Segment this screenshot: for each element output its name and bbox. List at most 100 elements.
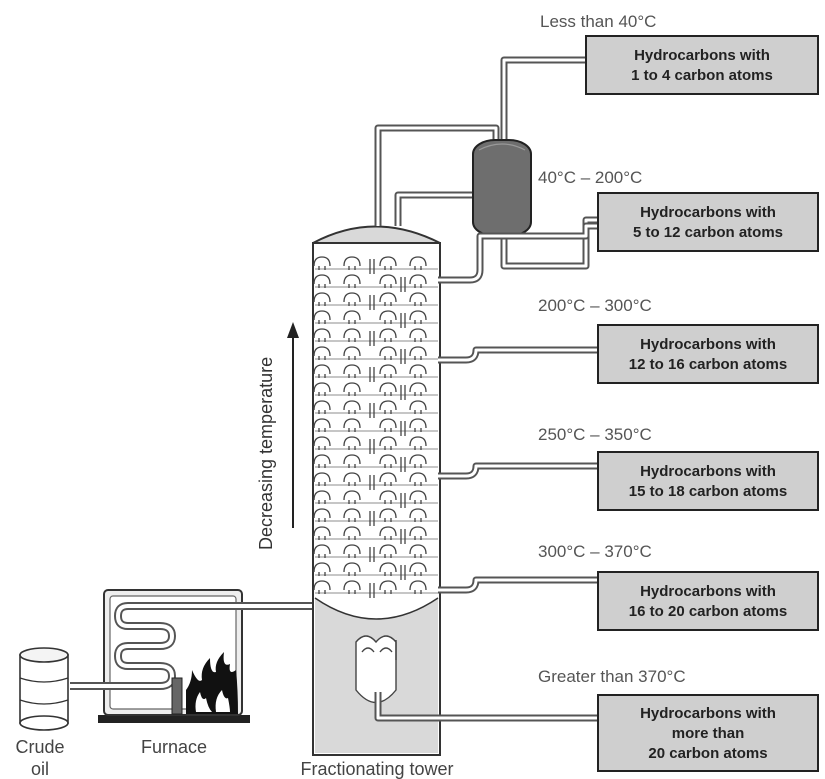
burner: [171, 677, 183, 715]
tray-row: [313, 508, 438, 526]
bubble-cap: [409, 490, 427, 504]
bubble-cap: [313, 562, 331, 576]
draw-pipe: [438, 222, 598, 284]
draw-pipe: [376, 692, 598, 720]
condenser: [472, 139, 532, 237]
fraction-product-text: Hydrocarbons with: [640, 336, 776, 353]
bubble-cap: [313, 328, 331, 342]
bubble-cap: [379, 256, 397, 270]
tower-dome: [312, 225, 441, 244]
bubble-cap: [379, 544, 397, 558]
bubble-cap: [409, 580, 427, 594]
bubble-cap: [313, 544, 331, 558]
bubble-cap: [379, 274, 397, 288]
bubble-cap: [379, 400, 397, 414]
tray-row: [313, 364, 438, 382]
tray-row: [313, 454, 438, 472]
bubble-cap: [343, 274, 361, 288]
bubble-cap: [343, 256, 361, 270]
bottom-cap-unit: [355, 635, 397, 704]
fraction-temperature-label: 250°C – 350°C: [538, 425, 652, 444]
temperature-arrow: Decreasing temperature: [256, 322, 299, 550]
bubble-cap: [379, 292, 397, 306]
tray-row: [313, 580, 438, 598]
bubble-cap: [313, 490, 331, 504]
crude-oil-label-line-2: oil: [31, 759, 49, 779]
fraction-product-box: [585, 35, 819, 95]
furnace-label: Furnace: [141, 737, 207, 757]
bubble-cap: [379, 346, 397, 360]
fraction-product-text: 15 to 18 carbon atoms: [629, 483, 787, 500]
tray-row: [313, 382, 438, 400]
bubble-cap: [313, 508, 331, 522]
fraction-product-text: Hydrocarbons with: [634, 47, 770, 64]
bubble-cap: [409, 346, 427, 360]
overhead-piping: [374, 56, 598, 270]
bubble-cap: [343, 526, 361, 540]
bubble-cap: [409, 436, 427, 450]
bubble-cap: [343, 400, 361, 414]
fraction-temperature-label: 40°C – 200°C: [538, 168, 642, 187]
bubble-cap: [313, 472, 331, 486]
bubble-cap: [313, 346, 331, 360]
draw-pipe: [438, 224, 598, 282]
fraction-temperature-label: 200°C – 300°C: [538, 296, 652, 315]
bubble-cap: [343, 544, 361, 558]
bottom-labels: Crude oil Furnace Fractionating tower: [15, 737, 453, 779]
bubble-cap: [409, 274, 427, 288]
bubble-cap: [343, 346, 361, 360]
bubble-cap: [379, 382, 397, 396]
fraction-product-box: [597, 571, 819, 631]
bubble-cap: [379, 562, 397, 576]
furnace-base: [98, 715, 250, 723]
bubble-cap: [343, 580, 361, 594]
bubble-cap: [313, 382, 331, 396]
tray-row: [313, 490, 438, 508]
fraction-product-box: [597, 451, 819, 511]
tray-row: [313, 400, 438, 418]
bubble-cap: [379, 472, 397, 486]
crude-oil-drum: [19, 647, 69, 731]
tray-row: [313, 436, 438, 454]
bubble-cap: [313, 274, 331, 288]
draw-pipe: [438, 348, 598, 362]
tray-row: [313, 346, 438, 364]
bubble-cap: [343, 328, 361, 342]
fraction-6: Greater than 370°C Hydrocarbons with more …: [538, 667, 819, 772]
bubble-cap: [313, 418, 331, 432]
bubble-cap: [379, 454, 397, 468]
bubble-cap: [379, 490, 397, 504]
bubble-cap: [343, 490, 361, 504]
bubble-cap: [313, 400, 331, 414]
bubble-cap: [409, 454, 427, 468]
fraction-temperature-label: 300°C – 370°C: [538, 542, 652, 561]
bubble-cap: [343, 472, 361, 486]
side-draw-pipes: [374, 222, 598, 722]
tray-row: [313, 328, 438, 346]
bubble-cap: [343, 310, 361, 324]
bubble-cap: [343, 382, 361, 396]
bubble-cap: [379, 580, 397, 594]
fraction-product-text: more than: [672, 725, 745, 742]
tray-row: [313, 292, 438, 310]
fraction-product-text: Hydrocarbons with: [640, 463, 776, 480]
fraction-product-text: 16 to 20 carbon atoms: [629, 603, 787, 620]
fraction-product-text: Hydrocarbons with: [640, 204, 776, 221]
bubble-cap: [409, 400, 427, 414]
tray-row: [313, 310, 438, 328]
tower-label: Fractionating tower: [300, 759, 453, 779]
furnace: [70, 589, 312, 723]
fraction-product-box: [597, 694, 819, 772]
tray-row: [313, 274, 438, 292]
fraction-temperature-label: Greater than 370°C: [538, 667, 686, 686]
bubble-cap: [409, 292, 427, 306]
fraction-product-text: Hydrocarbons with: [640, 705, 776, 722]
bubble-cap: [313, 436, 331, 450]
bubble-cap: [409, 544, 427, 558]
bubble-cap: [379, 418, 397, 432]
